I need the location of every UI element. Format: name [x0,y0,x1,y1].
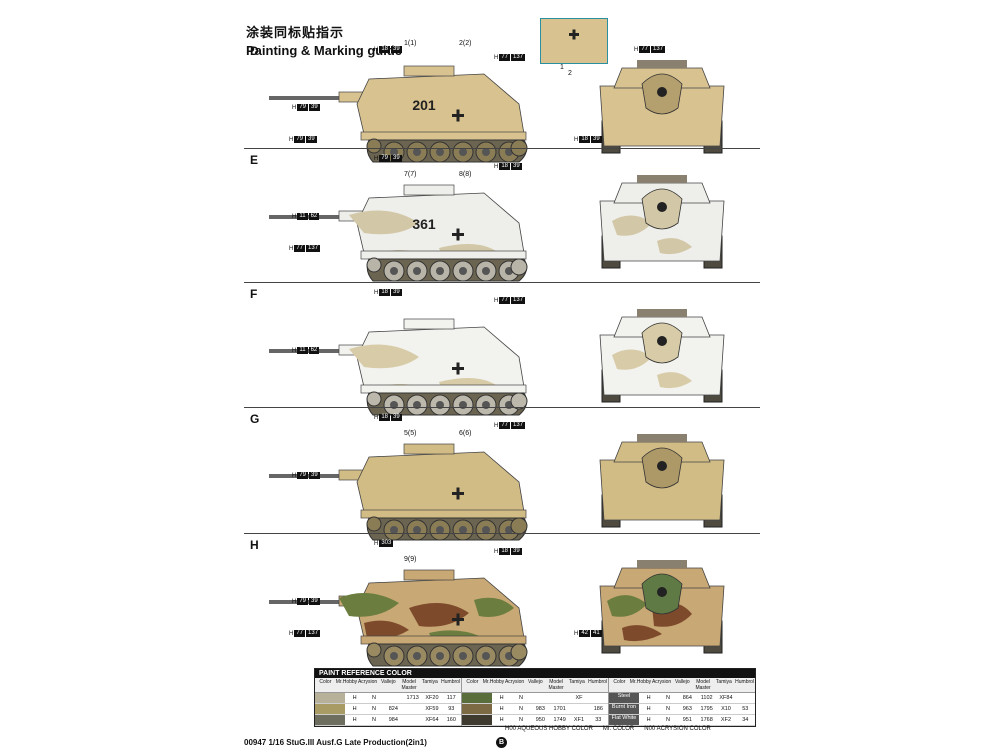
decal-callout: 5(5) [404,430,417,437]
guide-header: 涂装同标贴指示 Painting & Marking guide [246,22,402,58]
decal-callout: 8(8) [459,171,472,178]
legend-mr-color: Mr. COLOR [602,726,635,732]
decal-callout: 9(9) [404,556,417,563]
tank-front-view [592,420,732,535]
tank-front-view [592,46,732,161]
decal-callout: 1(1) [404,40,417,47]
scheme-letter: H [250,538,259,552]
inset-callout: 1 [560,64,564,71]
scheme-letter: E [250,153,259,167]
tank-side-view [269,538,549,683]
balkenkreuz-icon [452,228,464,241]
page-number: B [496,737,507,748]
decal-callout: 2(2) [459,40,472,47]
paint-table-title: PAINT REFERENCE COLOR [315,669,755,678]
balkenkreuz-icon [452,362,464,375]
balkenkreuz-icon [452,109,464,122]
scheme-panel-h: H [244,533,760,667]
color-legend: H00 AQUEOUS HOBBY COLOR Mr. COLOR N00 AC… [505,726,711,732]
title-chinese: 涂装同标贴指示 [246,25,345,40]
scheme-letter: D [250,44,259,58]
inset-callout: 2 [568,70,572,77]
legend-aqueous: H00 AQUEOUS HOBBY COLOR [505,726,593,732]
title-english: Painting & Marking guide [246,43,403,58]
detail-inset [540,18,608,64]
decal-callout: 6(6) [459,430,472,437]
tank-front-view [592,295,732,410]
tank-side-view: 361 [269,153,549,298]
scheme-letter: G [250,412,260,426]
scheme-panel-e: E 361 7(7) 8(8) [244,148,760,283]
tactical-number: 201 [412,97,436,113]
tank-front-view [592,161,732,276]
balkenkreuz-icon [452,487,464,500]
balkenkreuz-icon [452,613,464,626]
product-footer: 00947 1/16 StuG.III Ausf.G Late Producti… [244,738,427,747]
tank-side-view: 201 [269,34,549,179]
tank-front-view [592,546,732,661]
scheme-letter: F [250,287,258,301]
decal-callout: 7(7) [404,171,417,178]
legend-acrysion: N00 ACRYSION COLOR [644,726,711,732]
tactical-number: 361 [412,216,436,232]
tank-side-view [269,412,549,557]
